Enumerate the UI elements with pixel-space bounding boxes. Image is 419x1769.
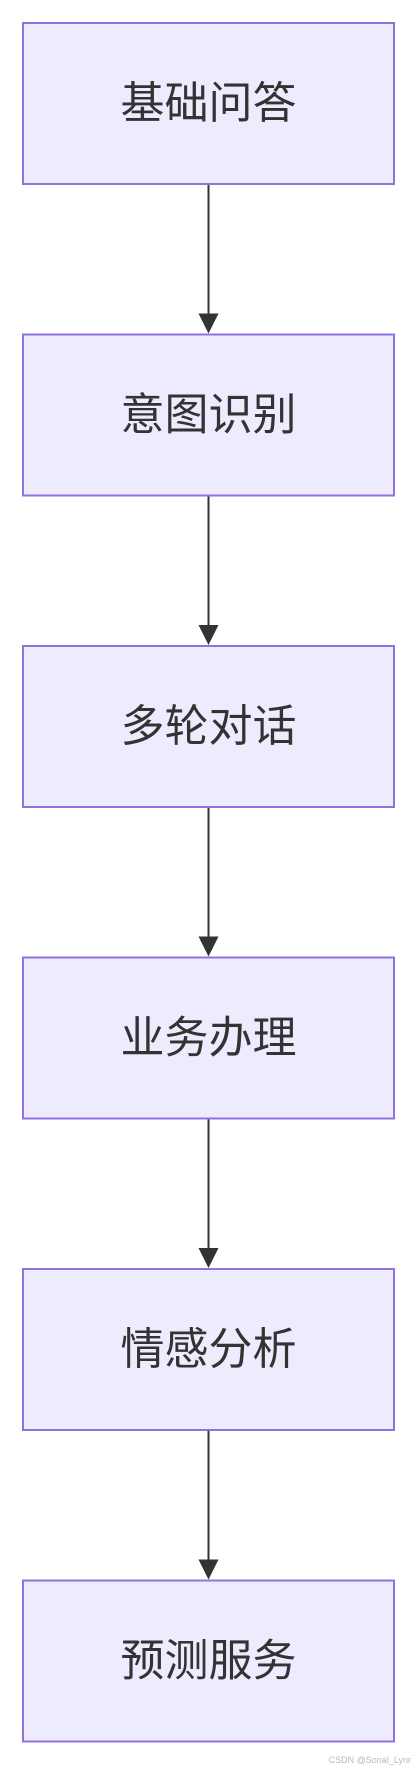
- flow-node: 意图识别: [22, 333, 395, 497]
- flow-node: 基础问答: [22, 22, 395, 185]
- node-label: 预测服务: [121, 1636, 297, 1687]
- arrow-head: [198, 1248, 219, 1268]
- node-box: [22, 956, 395, 1120]
- node-box: [22, 1579, 395, 1743]
- flow-node: 情感分析: [22, 1268, 395, 1431]
- flow-node: 预测服务: [22, 1579, 395, 1743]
- node-box: [22, 333, 395, 497]
- node-label: 业务办理: [121, 1013, 297, 1064]
- arrow-head: [198, 313, 219, 334]
- node-label: 基础问答: [121, 78, 297, 129]
- node-label: 意图识别: [121, 390, 297, 441]
- node-box: [22, 1268, 395, 1431]
- flow-node: 多轮对话: [22, 645, 395, 808]
- node-box: [22, 22, 395, 185]
- arrow-head: [198, 625, 219, 645]
- edges-layer: [198, 185, 219, 1580]
- watermark-text: CSDN @Sonal_Lynr: [328, 1755, 411, 1765]
- node-label: 情感分析: [121, 1324, 297, 1375]
- flow-node: 业务办理: [22, 956, 395, 1120]
- arrow-head: [198, 936, 219, 957]
- node-box: [22, 645, 395, 808]
- node-label: 多轮对话: [121, 701, 297, 752]
- arrow-head: [198, 1559, 219, 1580]
